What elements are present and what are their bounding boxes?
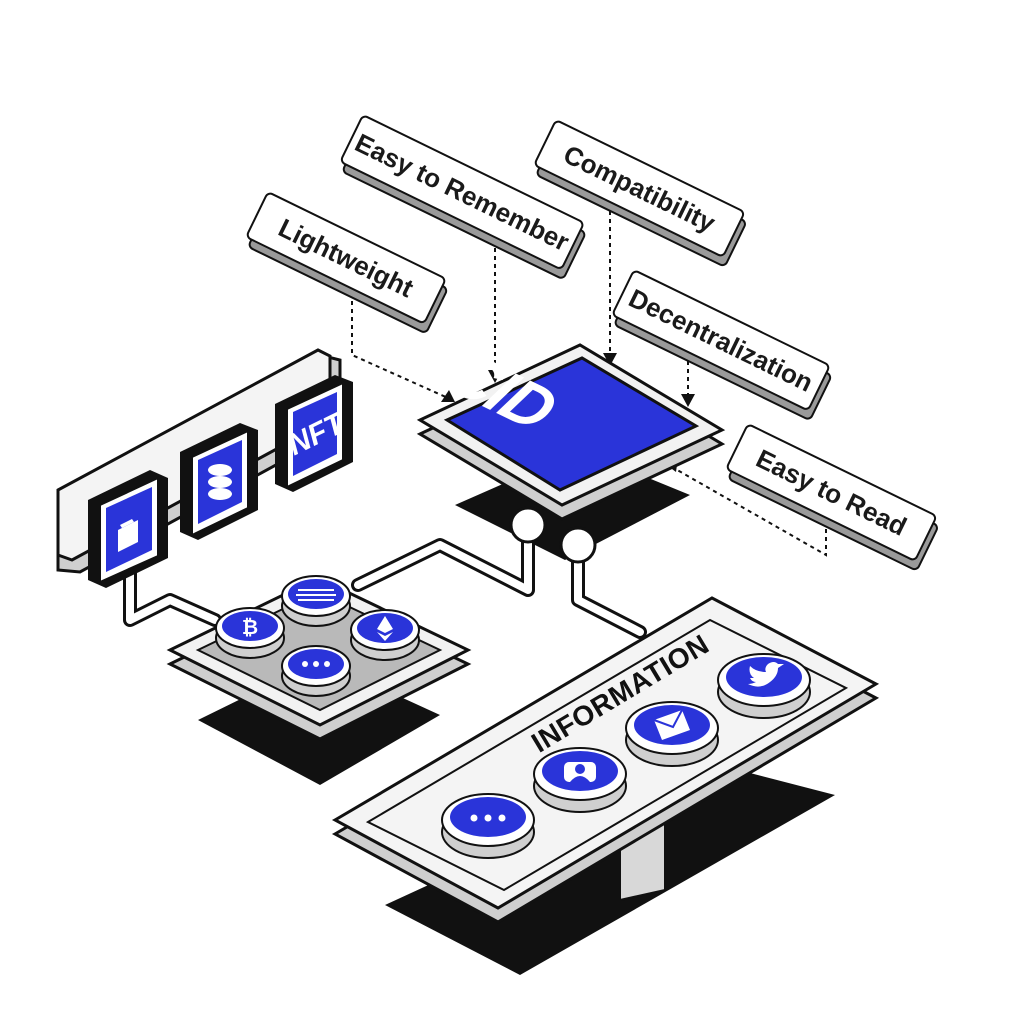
more-icon (470, 814, 506, 822)
coin-more (281, 645, 351, 697)
app-tile-database (180, 423, 258, 540)
more-icon (302, 661, 330, 667)
coin-chain (281, 575, 351, 627)
info-button-user[interactable] (533, 747, 627, 813)
info-button-more[interactable] (441, 793, 535, 859)
user-icon (564, 762, 596, 782)
connector-node (509, 506, 547, 544)
connector-node (559, 526, 597, 564)
cid-tile (443, 356, 700, 492)
database-icon (208, 464, 232, 500)
info-button-twitter[interactable] (717, 653, 811, 719)
wallet-icon (118, 519, 138, 552)
coin-ethereum (350, 609, 420, 661)
app-panel: NFT (56, 348, 353, 588)
coin-bitcoin: ₿ (215, 607, 285, 659)
ethereum-icon (377, 616, 393, 641)
app-tile-nft: NFT (275, 375, 353, 492)
coins-platform: ₿ (166, 575, 472, 741)
twitter-icon (748, 662, 784, 687)
mail-icon (653, 709, 690, 740)
info-panel: INFORMATION (331, 596, 880, 924)
label-easy-to-read: Easy to Read (726, 424, 938, 571)
bitcoin-icon: ₿ (242, 617, 258, 639)
app-tile-wallet (88, 470, 168, 588)
label-lightweight: Lightweight (246, 192, 448, 333)
chain-icon (296, 589, 336, 601)
info-button-mail[interactable] (625, 701, 719, 767)
